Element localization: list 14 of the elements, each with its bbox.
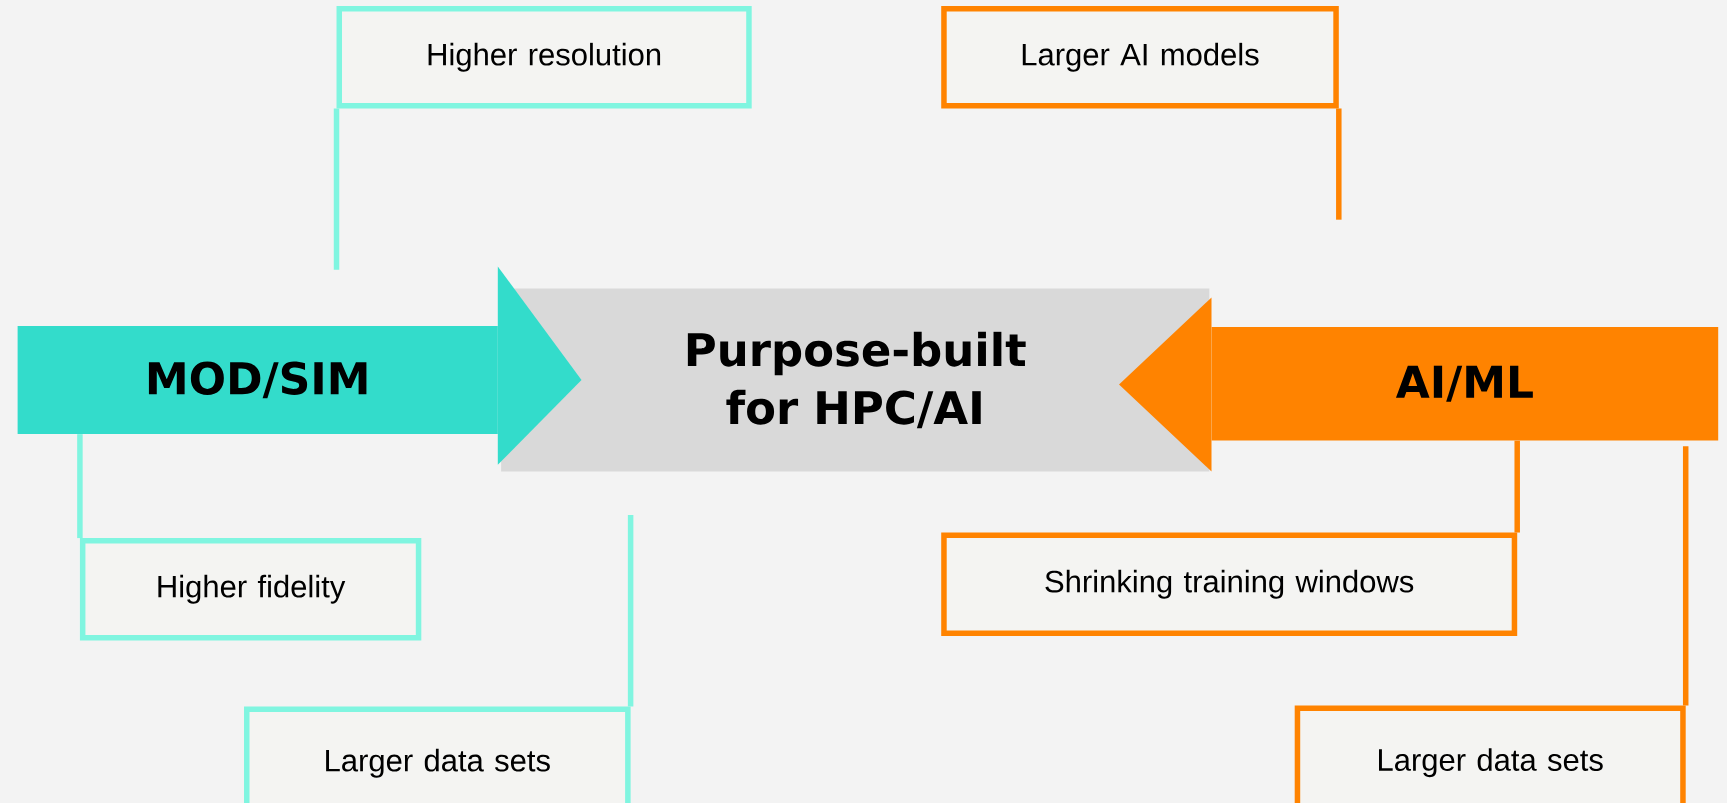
- arrow-banner: MOD/SIM: [17, 266, 582, 465]
- leader-line: [333, 108, 340, 270]
- leader-line: [1682, 446, 1689, 706]
- arrow-banner: AI/ML: [1119, 297, 1719, 472]
- label-box: Larger AI models: [941, 6, 1339, 109]
- label-box: Higher fidelity: [79, 538, 422, 641]
- label-box: Shrinking training windows: [941, 532, 1518, 637]
- leader-line: [1336, 108, 1342, 220]
- leader-line: [627, 515, 634, 707]
- leader-line: [77, 434, 83, 539]
- label-box: Larger data sets: [1294, 705, 1686, 803]
- leader-line: [1514, 440, 1520, 533]
- label-box: Higher resolution: [336, 6, 752, 109]
- label-box: Larger data sets: [244, 706, 631, 803]
